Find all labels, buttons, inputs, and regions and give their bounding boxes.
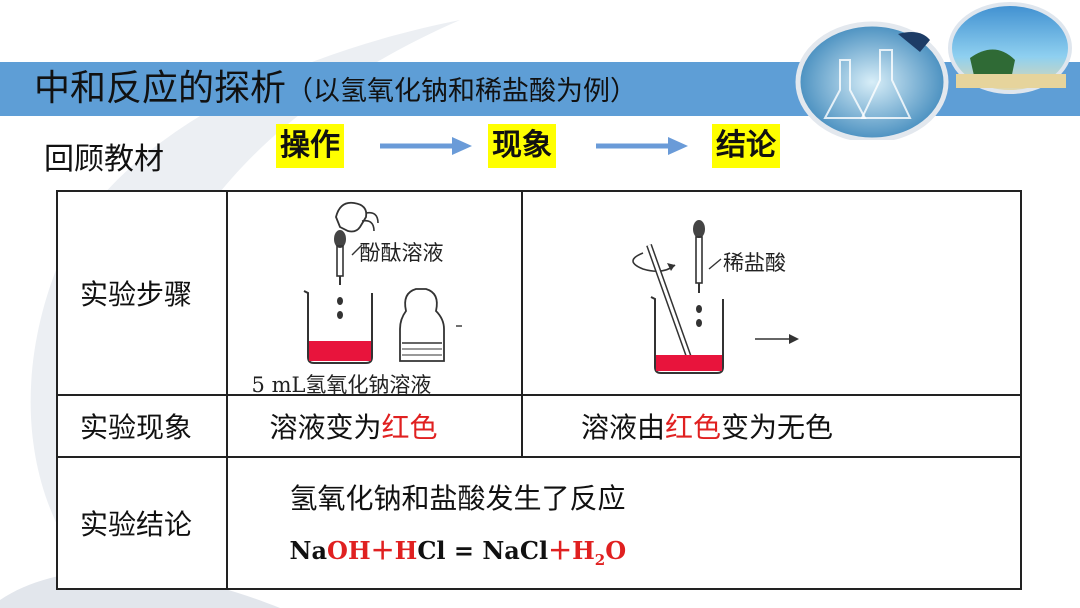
row-label-phenomena: 实验现象 [56,394,228,458]
slide-title: 中和反应的探析（以氢氧化钠和稀盐酸为例） [34,68,638,109]
phenomenon-step1: 溶液变为红色 [225,394,523,458]
dilute-hcl-label: 稀盐酸 [722,251,786,275]
table-row-phenomena: 实验现象 溶液变为红色 溶液由红色变为无色 [56,394,1023,458]
table-row-steps: 实验步骤 [56,190,1023,397]
row-label-steps: 实验步骤 [56,190,228,396]
experiment-table: 实验步骤 [56,190,1023,590]
flow-step-phenomenon: 现象 [488,124,556,168]
row-label-conclusion: 实验结论 [56,456,228,590]
stirring-beaker-illustration [632,220,799,374]
flow-step-conclusion: 结论 [712,124,780,168]
phenomenon-step2: 溶液由红色变为无色 [520,394,1023,458]
flow-arrow-icon [380,137,472,155]
figure-phenolphthalein-cell: 酚酞溶液 5 mL氢氧化钠溶液 [225,190,523,397]
dropper-beaker-bottle-illustration [303,201,462,364]
figure-hcl-cell: 稀盐酸 [520,190,1023,396]
phenolphthalein-label: 酚酞溶液 [359,241,444,265]
flow-arrow-icon [596,137,688,155]
table-row-conclusion: 实验结论 氢氧化钠和盐酸发生了反应 NaOH＋HCl = NaCl＋H2O [56,456,1023,590]
conclusion-cell: 氢氧化钠和盐酸发生了反应 NaOH＋HCl = NaCl＋H2O [225,456,1023,590]
conclusion-text: 氢氧化钠和盐酸发生了反应 [289,482,626,516]
review-textbook-label: 回顾教材 [44,142,164,177]
header-photos [795,2,1072,140]
chemical-equation: NaOH＋HCl = NaCl＋H2O [289,536,627,569]
naoh-solution-label: 5 mL氢氧化钠溶液 [251,373,432,397]
flow-step-operation: 操作 [276,124,344,168]
